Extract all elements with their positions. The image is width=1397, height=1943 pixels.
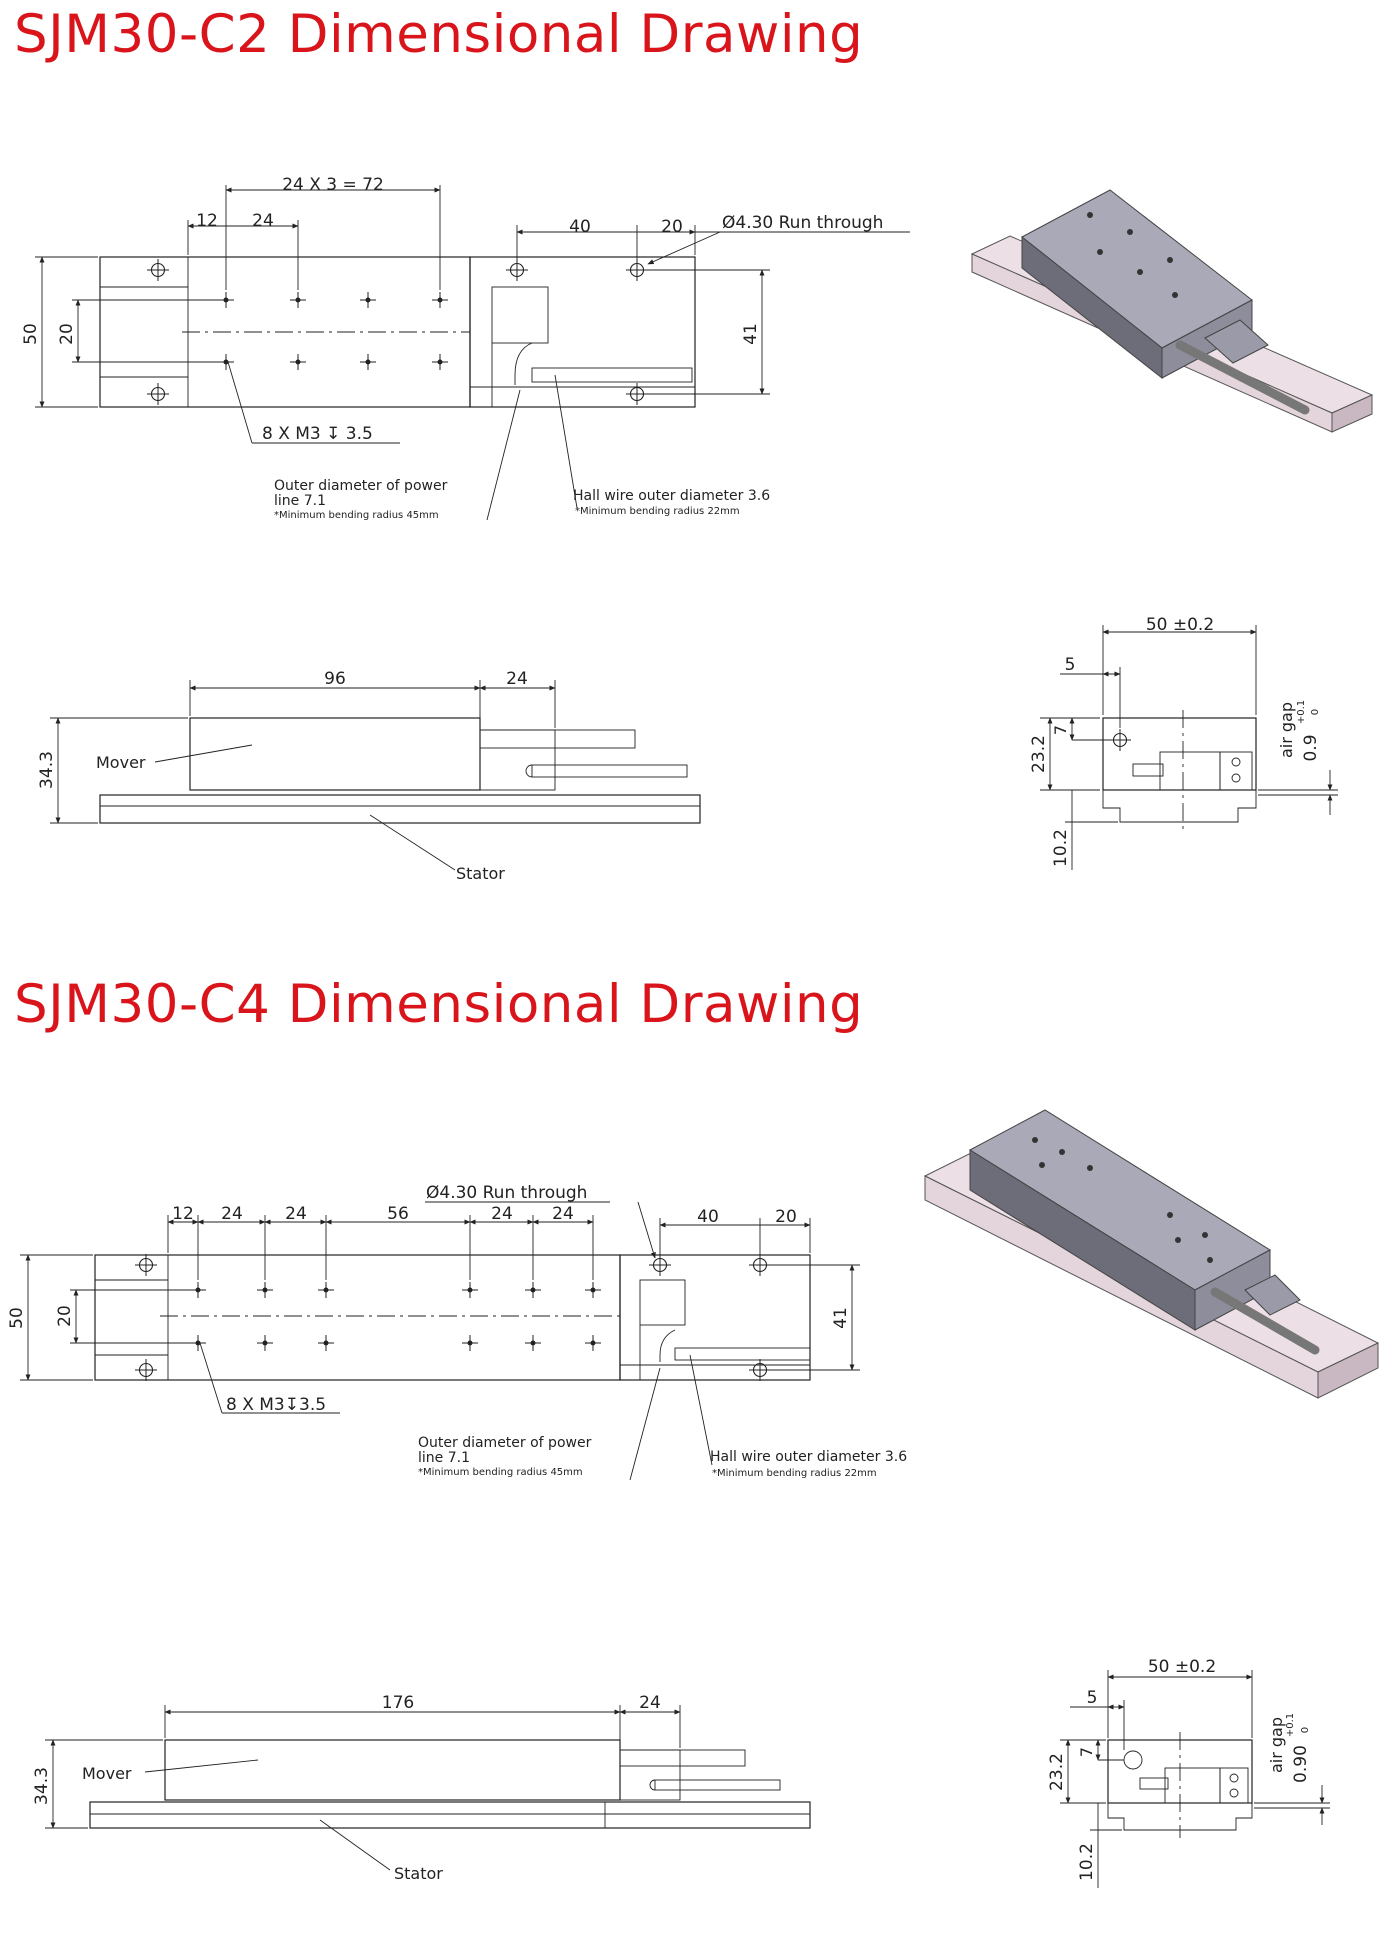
c2-hole-note: Ø4.30 Run through	[722, 213, 883, 233]
c2-end-dim-50: 50 ±0.2	[1146, 615, 1214, 635]
c4-mover-label: Mover	[82, 1764, 132, 1783]
c4-dim-20-top: 20	[775, 1207, 797, 1227]
c2-side-dim-24: 24	[506, 669, 528, 689]
c2-power-3: *Minimum bending radius 45mm	[274, 510, 439, 521]
c4-dim-176: 176	[382, 1693, 414, 1713]
c4-dim-56: 56	[387, 1204, 409, 1224]
c4-tol-upper: +0.1	[1285, 1713, 1296, 1737]
c4-top-labels: Ø4.30 Run through 12 24 24 56 24 24 40 2…	[7, 1183, 907, 1479]
c4-dim-24a: 24	[221, 1204, 243, 1224]
c4-end-dim-10-2: 10.2	[1077, 1843, 1097, 1881]
c4-end-labels: 50 ±0.2 5 7 23.2 10.2 air gap 0.90 +0.1 …	[1047, 1657, 1311, 1881]
c4-power-1: Outer diameter of power	[418, 1435, 592, 1451]
c2-mover-label: Mover	[96, 753, 146, 772]
c2-top-labels: 24 X 3 = 72 12 24 40 20 Ø4.30 Run throug…	[21, 175, 883, 521]
c4-3d-render	[923, 1109, 1380, 1399]
c2-power-1: Outer diameter of power	[274, 478, 448, 494]
c2-end-view	[1040, 625, 1338, 870]
c2-end-dim-5: 5	[1065, 655, 1076, 675]
c4-end-dim-7: 7	[1077, 1747, 1096, 1757]
c4-dim-24d: 24	[552, 1204, 574, 1224]
c2-dim-50: 50	[21, 323, 41, 345]
c4-power-3: *Minimum bending radius 45mm	[418, 1467, 583, 1478]
c4-end-dim-5: 5	[1087, 1688, 1098, 1708]
c4-dim-24b: 24	[285, 1204, 307, 1224]
c4-tol-lower: 0	[1300, 1727, 1311, 1733]
c2-dim-96: 96	[324, 669, 346, 689]
c2-dim-20-side: 20	[57, 323, 77, 345]
c4-dim-24c: 24	[491, 1204, 513, 1224]
c4-air-gap: air gap	[1267, 1717, 1286, 1773]
section1-title: SJM30-C2 Dimensional Drawing	[14, 4, 864, 65]
c4-side-view	[45, 1705, 811, 1871]
c2-tol-upper: +0.1	[1296, 700, 1307, 724]
c4-stator-label: Stator	[394, 1864, 443, 1883]
c4-side-labels: 176 24 34.3 Mover Stator	[32, 1693, 661, 1883]
c4-end-view	[1060, 1670, 1330, 1888]
c2-stator-label: Stator	[456, 864, 505, 883]
c2-air-gap: air gap	[1277, 702, 1296, 758]
c4-dim-12: 12	[172, 1204, 194, 1224]
c2-dim-24: 24	[252, 211, 274, 231]
c4-dim-41: 41	[831, 1307, 851, 1329]
c4-end-dim-50: 50 ±0.2	[1148, 1657, 1216, 1677]
c4-dim-20-side: 20	[55, 1305, 75, 1327]
c4-end-dim-23-2: 23.2	[1047, 1753, 1067, 1791]
c2-hall-1: Hall wire outer diameter 3.6	[573, 488, 770, 504]
c2-dim-34-3: 34.3	[37, 751, 57, 789]
c2-dim-40: 40	[569, 217, 591, 237]
c4-power-2: line 7.1	[418, 1450, 470, 1466]
c2-dim-12: 12	[196, 211, 218, 231]
c2-end-dim-10-2: 10.2	[1051, 829, 1071, 867]
c2-dim-pitch: 24 X 3 = 72	[282, 175, 384, 195]
c2-side-labels: 96 24 34.3 Mover Stator	[37, 669, 528, 883]
c2-dim-41: 41	[741, 323, 761, 345]
c2-end-labels: 50 ±0.2 5 7 23.2 10.2 air gap 0.9 +0.1 0	[1029, 615, 1321, 867]
c4-air-gap-value: 0.90	[1291, 1745, 1311, 1783]
c2-thread-note: 8 X M3 ↧ 3.5	[262, 424, 373, 444]
c4-dim-50: 50	[7, 1307, 27, 1329]
c2-top-view	[35, 185, 910, 521]
c4-hall-2: *Minimum bending radius 22mm	[712, 1468, 877, 1479]
c2-end-dim-23-2: 23.2	[1029, 735, 1049, 773]
c2-tol-lower: 0	[1310, 709, 1321, 715]
c4-dim-40: 40	[697, 1207, 719, 1227]
c2-power-2: line 7.1	[274, 493, 326, 509]
c4-hall-1: Hall wire outer diameter 3.6	[710, 1449, 907, 1465]
c4-top-view	[20, 1201, 860, 1481]
c2-hall-2: *Minimum bending radius 22mm	[575, 506, 740, 517]
section2-title: SJM30-C4 Dimensional Drawing	[14, 974, 864, 1035]
c4-thread-note: 8 X M3↧3.5	[226, 1395, 326, 1415]
c2-side-view	[50, 680, 701, 871]
c2-end-dim-7: 7	[1051, 725, 1070, 735]
c2-air-gap-value: 0.9	[1301, 734, 1321, 761]
c2-3d-render	[970, 189, 1374, 433]
c4-hole-note: Ø4.30 Run through	[426, 1183, 587, 1203]
c4-dim-34-3: 34.3	[32, 1767, 52, 1805]
c4-side-dim-24: 24	[639, 1693, 661, 1713]
c2-dim-20-top: 20	[661, 217, 683, 237]
